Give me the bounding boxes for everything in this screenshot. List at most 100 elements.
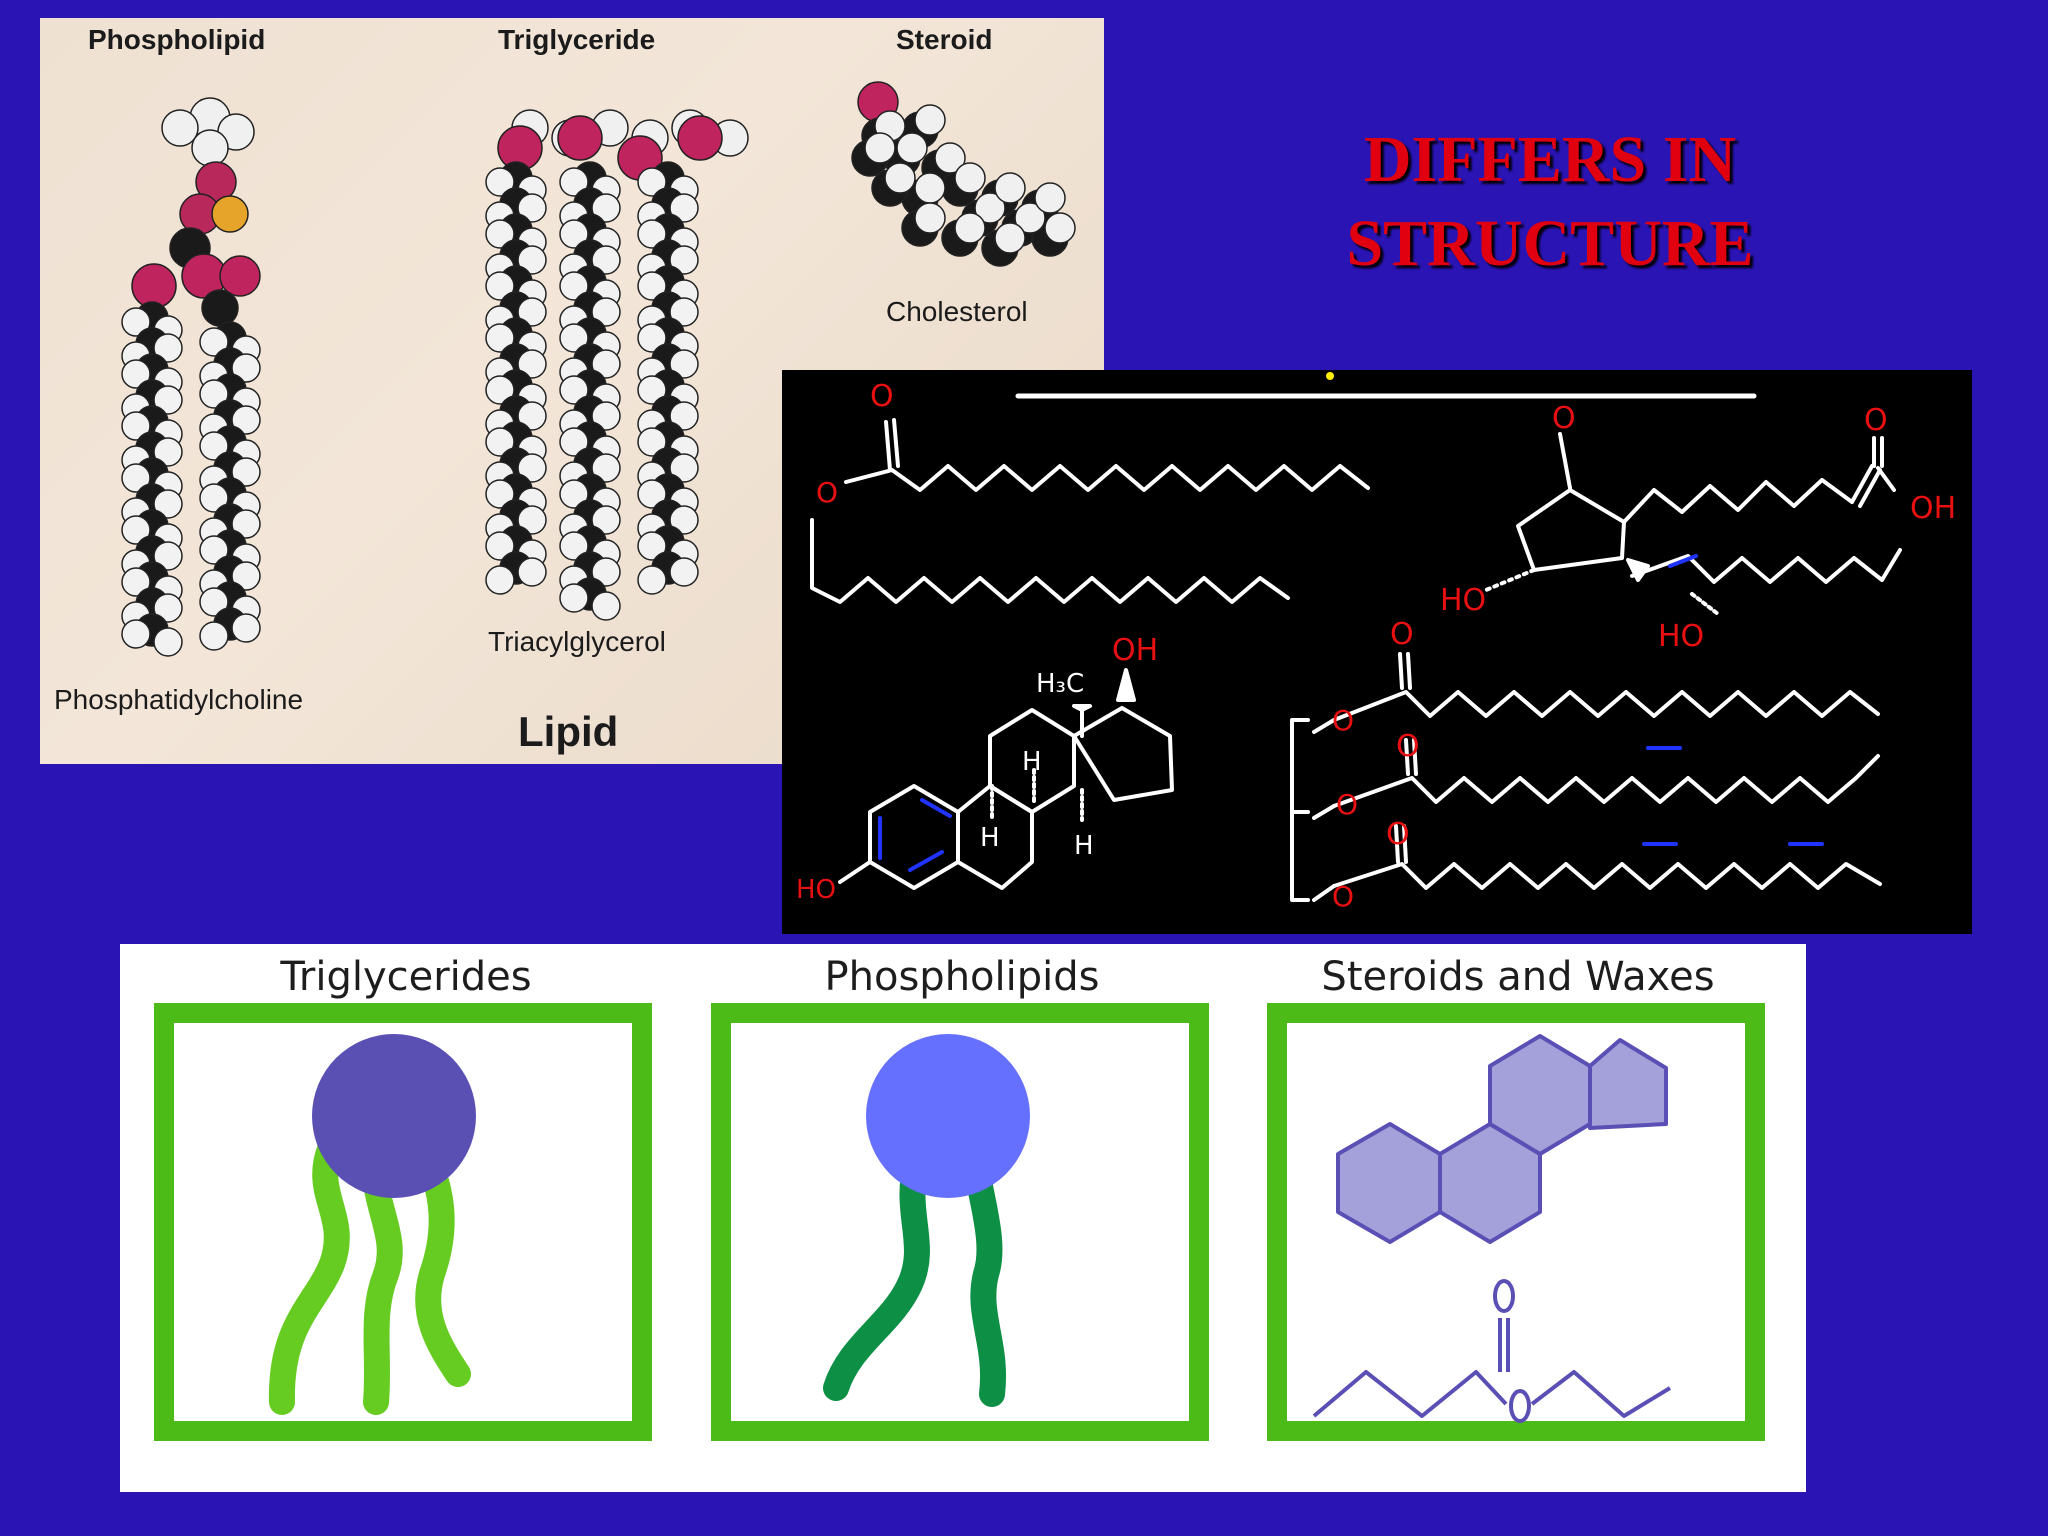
wax-ester-structure: O O [810,379,1370,604]
tg-ester-o-3: O [1332,880,1354,913]
pg-chain-ho-label: HO [1658,619,1704,654]
tg-tail-a-hydrogen [517,349,547,379]
tg-tail-b-hydrogen [559,531,589,561]
tg-tail-a-hydrogen [517,245,547,275]
tg-tail-b-hydrogen [559,167,589,197]
tg-tail-b-hydrogen [559,479,589,509]
tg-tail-a-hydrogen [517,557,547,587]
h-label-1: H [1022,747,1042,777]
tg-o-label-2: O [1396,729,1420,764]
tg-tail-c-hydrogen [637,323,667,353]
pl-tail-b-hydrogen [199,327,229,357]
tg-tail-c-hydrogen [669,505,699,535]
st-hydrogen [896,132,928,164]
pl-phosphorus [211,195,249,233]
pg-acid-o-label: O [1864,403,1888,438]
pl-tail-a-hydrogen [121,307,151,337]
tg-tail-c-hydrogen [669,453,699,483]
tg-tail-a-hydrogen [517,453,547,483]
pl-tail-b-hydrogen [199,379,229,409]
triglycerides-frame [154,1003,652,1441]
ester-o-label: O [816,476,838,509]
pl-tail-b-hydrogen [199,587,229,617]
phospholipid-icon [823,1034,1030,1407]
steroids-waxes-title: Steroids and Waxes [1321,954,1715,1000]
tg-tail-b-hydrogen [591,297,621,327]
tg-tail-1 [268,1131,350,1415]
wax-chain-right [1530,1370,1672,1418]
pl-choline-h [161,109,199,147]
pl-tail-b-hydrogen [199,621,229,651]
pg-ketone-o-label: O [1552,401,1576,436]
pl-tail-a-hydrogen [121,411,151,441]
h3c-label: H₃C [1036,669,1084,699]
tg-tail-c-hydrogen [669,193,699,223]
tg-tail-b-hydrogen [591,557,621,587]
tg-tail-c-hydrogen [637,167,667,197]
pl-tail-a-hydrogen [153,541,183,571]
tg-tail-b-hydrogen [591,193,621,223]
tg-tail-a-hydrogen [485,323,515,353]
wax-ester-o [1509,1389,1531,1423]
tg-ester-o-2: O [1336,788,1358,821]
steroid-oh-label: OH [1112,633,1158,668]
pl-oxygen [219,255,261,297]
pl-tail-a-hydrogen [153,385,183,415]
pl-tail-b-hydrogen [231,405,261,435]
testosterone-structure: H₃C OH HO H H H [796,633,1174,905]
yellow-dot [1326,372,1334,380]
tg-tail-a-hydrogen [517,401,547,431]
tg-tail-a-hydrogen [517,297,547,327]
tg-tail-c-hydrogen [637,375,667,405]
pl-tail-a-hydrogen [153,437,183,467]
h-label-2: H [980,823,1000,853]
st-hydrogen [974,192,1006,224]
slide-title: DIFFERS IN STRUCTURE [1280,118,1820,286]
tg-tail-a-hydrogen [485,565,515,595]
pl-tail-a-hydrogen [121,463,151,493]
phospholipids-title: Phospholipids [824,954,1100,1000]
steroids-waxes-frame [1267,1003,1765,1441]
pl-tail-a-hydrogen [121,567,151,597]
pl-tail-a-hydrogen [153,627,183,657]
st-hydrogen [884,162,916,194]
pl-tail-b-hydrogen [231,509,261,539]
phospholipids-frame [711,1003,1209,1441]
steroid-ring-a [1336,1122,1442,1244]
tg-tail-c-hydrogen [637,531,667,561]
tg-oxygen [557,115,603,161]
tg-tail-3 [411,1139,471,1387]
tg-tail-c-hydrogen [669,245,699,275]
lipid-categories-panel: Triglycerides Phospholipids Steroids and… [120,944,1806,1492]
category-illustrations [154,1003,1765,1441]
tg-tail-b-hydrogen [591,591,621,621]
pl-tail-a-hydrogen [153,333,183,363]
tg-head [312,1034,476,1198]
triglyceride-structure: O O O O O O [1290,617,1882,913]
tg-tail-c-hydrogen [669,401,699,431]
st-hydrogen [954,212,986,244]
steroid-ho-label: HO [796,875,836,905]
title-line-1: DIFFERS IN [1363,123,1737,196]
pl-tail-b-hydrogen [231,561,261,591]
tg-tail-a-hydrogen [485,375,515,405]
pl-tail-a-hydrogen [121,359,151,389]
phospholipid-header: Phospholipid [88,24,266,55]
pl-head [866,1034,1030,1198]
structural-formulas: O O O O OH HO HO [796,372,1956,913]
tg-tail-a-hydrogen [485,167,515,197]
pl-tail-a-hydrogen [121,515,151,545]
tg-tail-b-hydrogen [591,453,621,483]
tg-tail-b-hydrogen [559,427,589,457]
tg-tail-a-hydrogen [517,193,547,223]
triacylglycerol-caption: Triacylglycerol [488,626,666,657]
triglyceride-icon [268,1034,476,1415]
pl-tail-b-hydrogen [199,483,229,513]
tg-tail-a-hydrogen [485,271,515,301]
pl-tail-b-hydrogen [231,613,261,643]
wax-chain-left [1312,1370,1508,1418]
tg-tail-b-hydrogen [559,271,589,301]
st-hydrogen [914,202,946,234]
pl-tail-b-hydrogen [231,457,261,487]
st-hydrogen [864,132,896,164]
